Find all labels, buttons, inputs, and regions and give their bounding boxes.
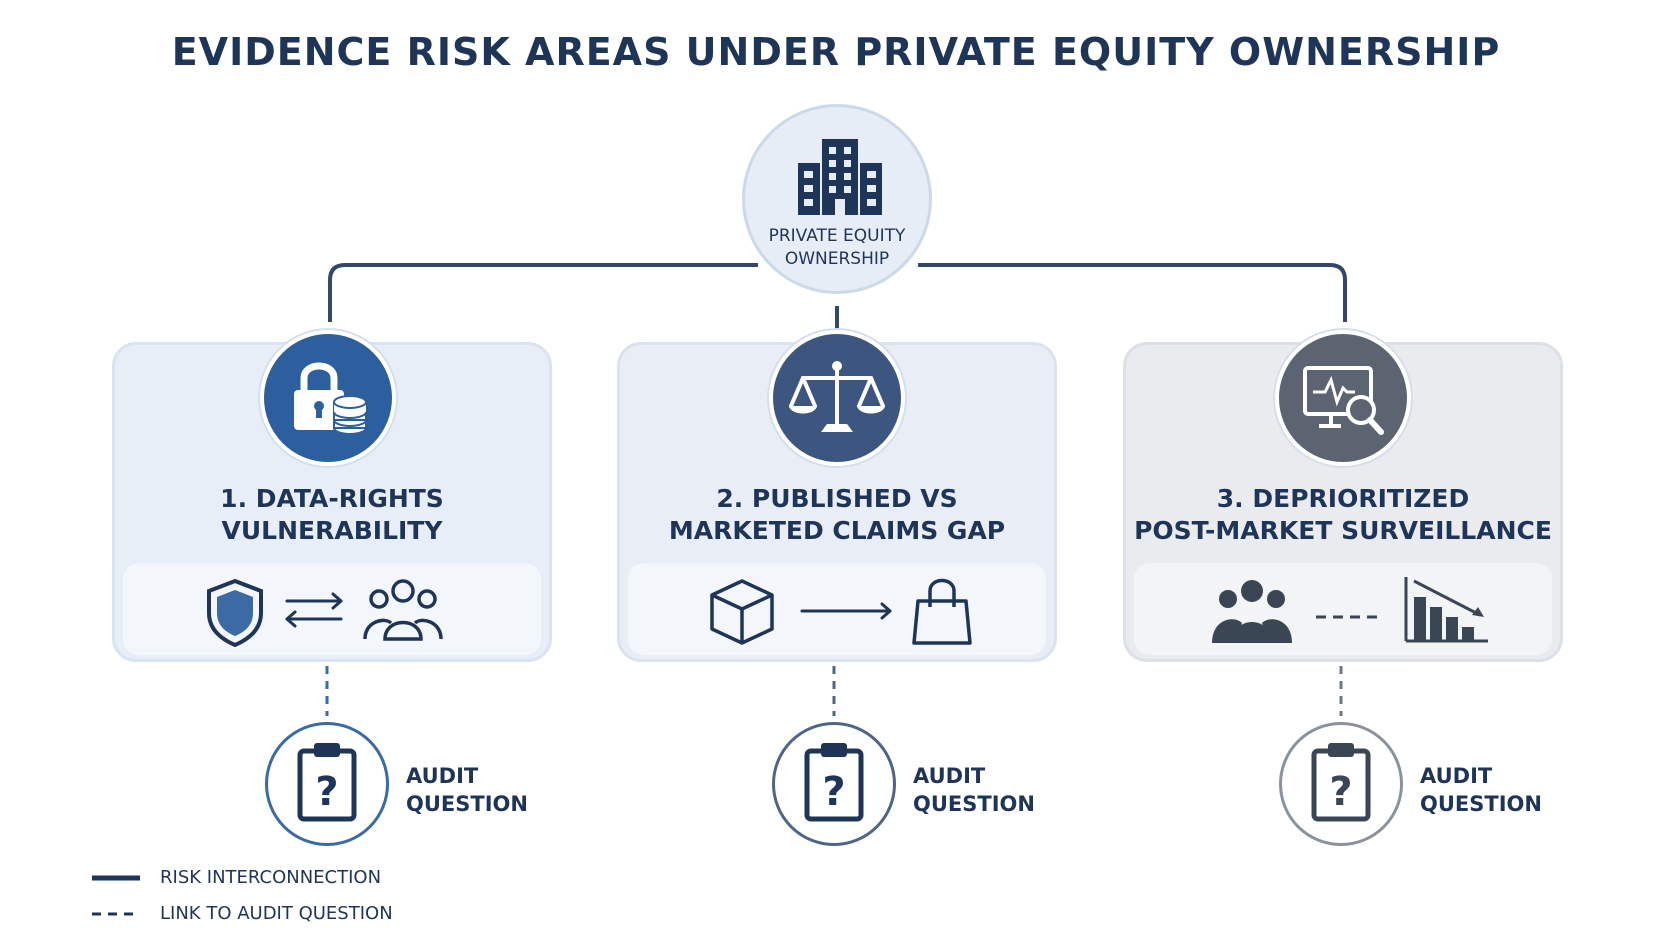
clipboard-question-icon: ?	[1311, 743, 1371, 822]
risk-card-flow-panel	[628, 563, 1046, 655]
audit-question-3: ? AUDIT QUESTION	[1279, 722, 1579, 848]
risk-card-title: 2. PUBLISHED VS MARKETED CLAIMS GAP	[668, 484, 1006, 545]
audit-question-1: ? AUDIT QUESTION	[265, 722, 565, 848]
audit-question-badge: ?	[265, 722, 389, 846]
risk-card-surveillance: 3. DEPRIORITIZED POST-MARKET SURVEILLANC…	[1123, 342, 1563, 662]
audit-question-label: AUDIT QUESTION	[913, 764, 1035, 816]
root-node-private-equity: PRIVATE EQUITY OWNERSHIP	[742, 104, 932, 294]
audit-question-badge: ?	[1279, 722, 1403, 846]
building-icon	[798, 139, 882, 215]
group-solid-icon	[1212, 580, 1292, 643]
risk-card-title: 3. DEPRIORITIZED POST-MARKET SURVEILLANC…	[1134, 484, 1552, 545]
scales-icon	[789, 361, 885, 432]
two-way-arrows-icon	[285, 592, 343, 628]
audit-question-2: ? AUDIT QUESTION	[772, 722, 1072, 848]
connector-root-to-area-1	[328, 263, 758, 322]
lock-database-icon	[294, 362, 367, 435]
arrow-right-icon	[800, 602, 892, 620]
diagram-title: EVIDENCE RISK AREAS UNDER PRIVATE EQUITY…	[171, 30, 1501, 74]
legend-dashed-line	[92, 912, 140, 916]
shopping-bag-icon	[912, 578, 972, 645]
audit-question-label: AUDIT QUESTION	[406, 764, 528, 816]
connector-root-to-area-3	[918, 263, 1347, 322]
surveillance-icon-badge	[1275, 330, 1411, 466]
clipboard-question-icon: ?	[804, 743, 864, 822]
risk-card-title: 1. DATA-RIGHTS VULNERABILITY	[220, 484, 444, 545]
clipboard-question-icon: ?	[297, 743, 357, 822]
root-node-label: PRIVATE EQUITY OWNERSHIP	[768, 226, 906, 269]
monitor-magnifier-icon	[1303, 366, 1384, 435]
svg-text:?: ?	[822, 769, 845, 815]
svg-text:?: ?	[315, 769, 338, 815]
legend-label: RISK INTERCONNECTION	[160, 867, 382, 888]
box-icon	[710, 579, 774, 645]
audit-question-badge: ?	[772, 722, 896, 846]
group-outline-icon	[363, 579, 443, 641]
svg-text:?: ?	[1329, 769, 1352, 815]
claims-gap-icon-badge	[769, 330, 905, 466]
shield-icon	[207, 578, 263, 648]
data-rights-icon-badge	[260, 330, 396, 466]
risk-card-flow-panel	[1134, 563, 1552, 655]
audit-question-label: AUDIT QUESTION	[1420, 764, 1542, 816]
legend-label: LINK TO AUDIT QUESTION	[160, 903, 393, 924]
legend-solid-line	[92, 875, 140, 881]
declining-bar-chart-icon	[1404, 577, 1488, 643]
risk-card-flow-panel	[123, 563, 541, 655]
